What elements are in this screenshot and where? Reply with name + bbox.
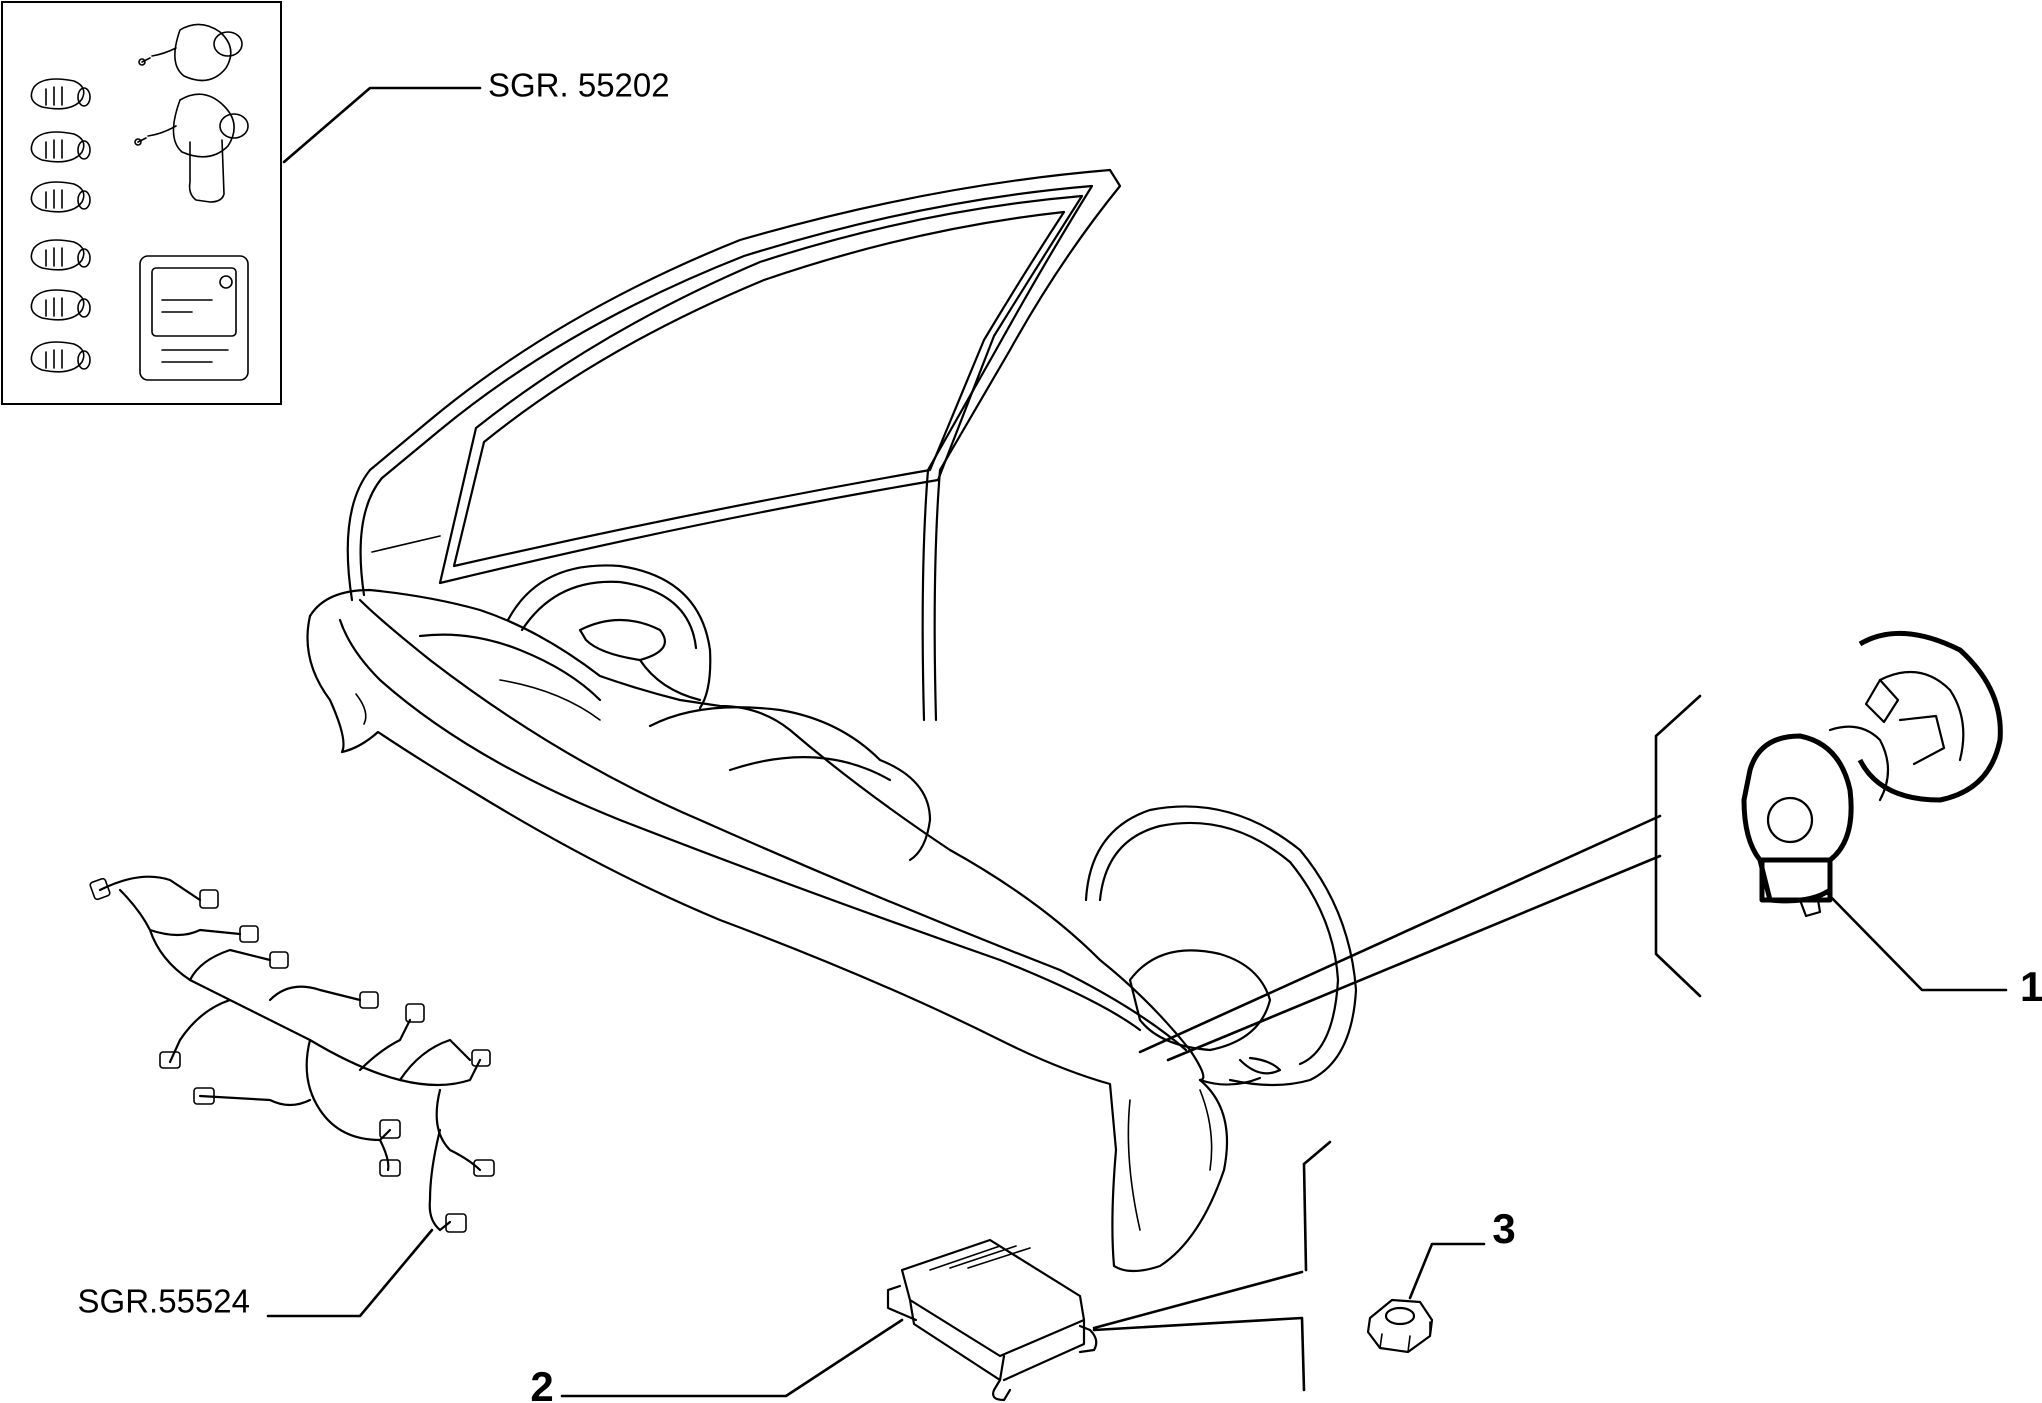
key-card [139,255,249,381]
item-2-control-unit [886,1238,1098,1402]
rear-steering-wheel [506,564,712,710]
lock-set-ref-label: SGR. 55202 [488,67,670,104]
dashboard-body [306,588,1229,1273]
item-1-callout: 1 [1138,694,2042,1062]
item-1-label: 1 [2020,963,2042,1010]
steering-lock [134,93,249,203]
front-steering-wheel [1084,805,1358,1087]
lock-set-inset [1,1,282,405]
windshield-frame [346,168,1122,722]
item-2-callout: 2 [530,1140,1332,1403]
instrument-binnacle [648,706,932,862]
item-3-callout: 3 [1408,1205,1516,1300]
lock-cylinders [30,78,91,373]
dashboard-assembly [306,168,1358,1273]
lock-set-callout: SGR. 55202 [282,67,670,164]
harness-callout: SGR.55524 [78,1228,434,1320]
item-3-nut [1366,1298,1434,1354]
ignition-switch [138,23,243,82]
item-1-ignition-lock [1741,630,2003,918]
wiring-harness [89,875,495,1233]
harness-ref-label: SGR.55524 [78,1283,250,1320]
item-2-label: 2 [530,1363,553,1403]
item-3-label: 3 [1492,1205,1515,1252]
